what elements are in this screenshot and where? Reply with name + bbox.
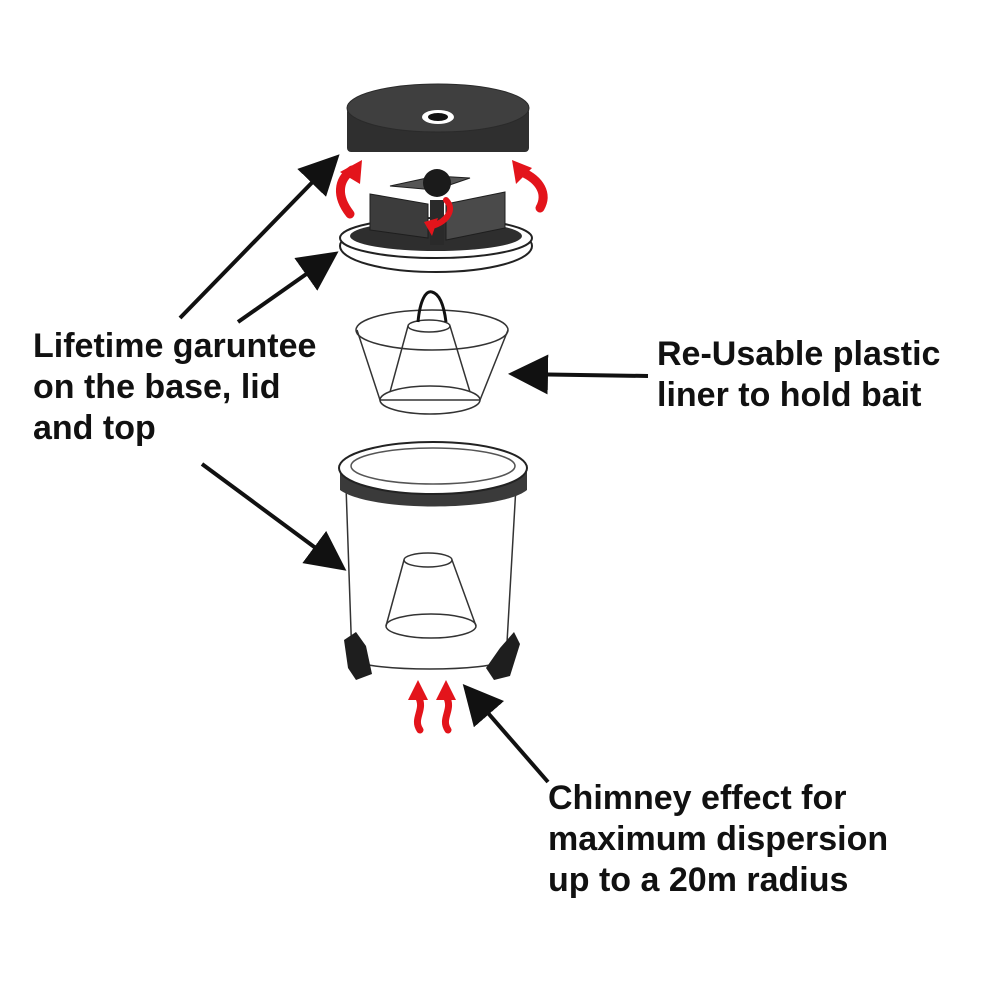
liner-inner-cone [389, 325, 471, 393]
leader-line-top-cap [178, 154, 340, 320]
top-cap [346, 83, 530, 152]
leader-line-lid [236, 251, 339, 324]
base-foot-right [486, 632, 520, 680]
top-cap-surface [346, 83, 530, 133]
callout-line: Chimney effect for [548, 779, 847, 817]
base-chimney-cone [385, 559, 477, 627]
leader-line-liner [508, 354, 649, 395]
base-chimney-bottom [385, 613, 477, 639]
base-feet [344, 632, 520, 680]
liner-body [356, 329, 509, 401]
wavy-arrow-icon [408, 680, 428, 700]
heat-arrows [408, 680, 456, 734]
airflow-arrows [336, 160, 548, 236]
curved-arrow-icon [424, 218, 438, 236]
liner-base [379, 385, 481, 415]
wavy-arrow-icon [436, 680, 456, 700]
liner-handle [416, 290, 448, 323]
wavy-arrow-icon [413, 692, 425, 734]
vane-blade-left [369, 193, 429, 239]
callout-line: maximum dispersion [548, 819, 889, 858]
callout-reusable-liner: Re-Usable plastic liner to hold bait [657, 334, 940, 416]
lid [339, 169, 533, 273]
curved-arrow-icon [517, 167, 548, 213]
callout-chimney-effect: Chimney effect for maximum dispersion up… [548, 778, 888, 900]
callout-line: on the base, lid [33, 367, 281, 406]
liner-rim [355, 309, 509, 351]
leader-line-base [200, 462, 347, 571]
bait-liner [355, 290, 509, 415]
leader-line-chimney [462, 683, 550, 784]
curved-arrow-icon [512, 160, 532, 184]
liner-cone-top [407, 319, 451, 333]
callout-line: liner to hold bait [657, 375, 922, 414]
base-foot-left [344, 632, 372, 680]
vane-knob [423, 169, 451, 197]
callout-lifetime-guarantee: Lifetime garuntee on the base, lid and t… [33, 326, 316, 448]
vane-blade-right [445, 191, 506, 241]
base [338, 441, 528, 680]
curved-arrow-icon [340, 160, 362, 184]
base-rim-inner [350, 447, 516, 485]
callout-line: Lifetime garuntee [33, 327, 317, 365]
diffuser-vane [369, 169, 506, 245]
callout-line: Re-Usable plastic [657, 335, 941, 373]
top-cap-hole-inner [428, 113, 448, 121]
callout-line: and top [33, 408, 156, 447]
base-chimney-top [403, 552, 453, 568]
base-body [345, 485, 517, 670]
callout-line: up to a 20m radius [548, 860, 849, 899]
wavy-arrow-icon [441, 692, 453, 734]
leader-lines [178, 154, 649, 784]
